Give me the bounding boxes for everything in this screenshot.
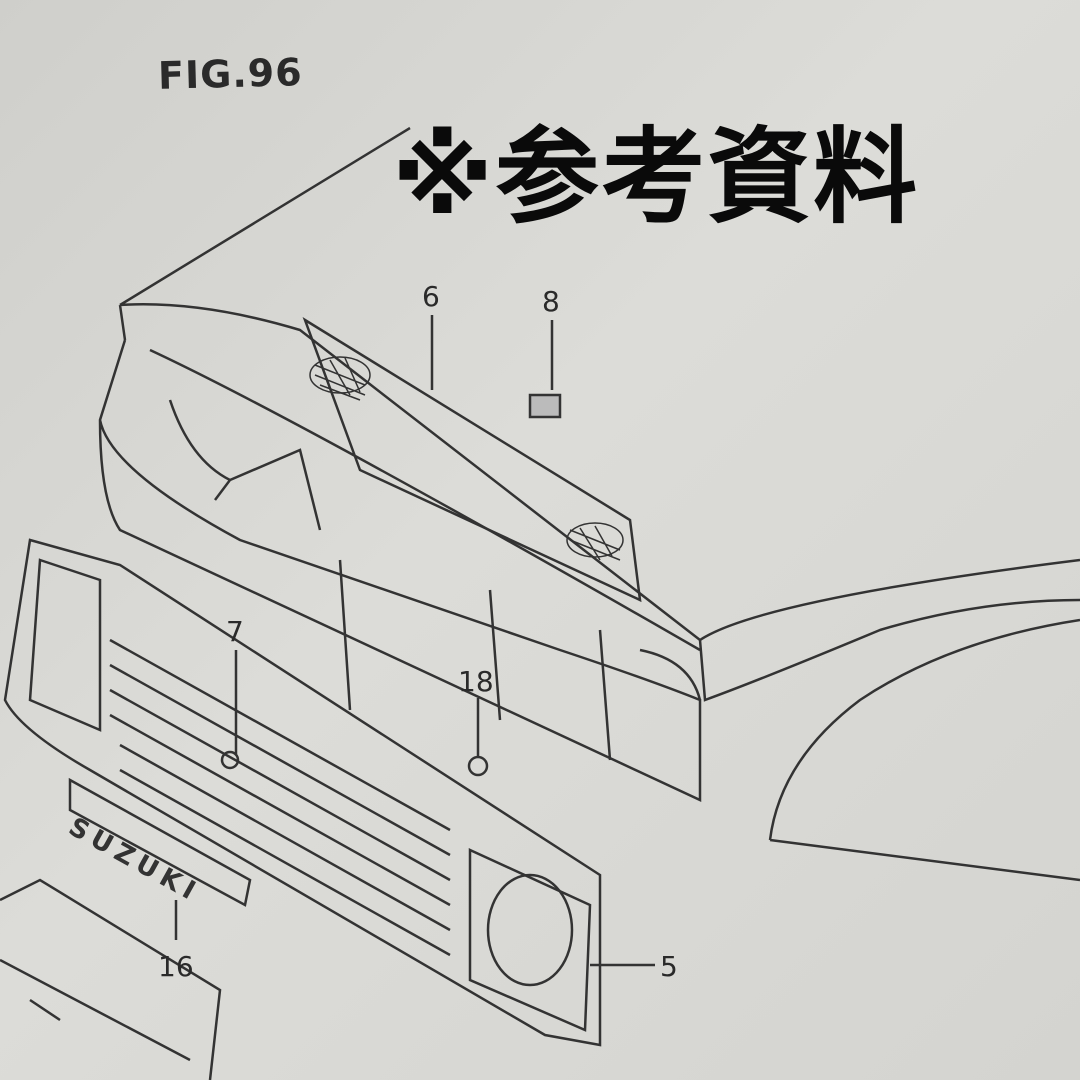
part-16-emblem bbox=[68, 777, 252, 907]
grille-slats bbox=[109, 638, 451, 957]
callout-8: 8 bbox=[542, 285, 560, 318]
callout-18: 18 bbox=[458, 665, 494, 698]
mesh-pattern bbox=[309, 356, 624, 561]
callout-5: 5 bbox=[660, 950, 678, 983]
callout-6: 6 bbox=[422, 280, 440, 313]
body-edge bbox=[768, 618, 1080, 882]
callout-16: 16 bbox=[158, 950, 194, 983]
hood-outline bbox=[118, 126, 1080, 642]
figure-title: FIG.96 bbox=[157, 50, 304, 98]
part-5-grille bbox=[3, 538, 602, 1047]
fender-outline bbox=[698, 598, 1080, 702]
front-panel bbox=[98, 339, 702, 802]
callout-7: 7 bbox=[226, 615, 244, 648]
part-6-plate bbox=[302, 317, 642, 603]
reference-note: ※参考資料 bbox=[392, 116, 920, 238]
lower-partial-drawing bbox=[0, 878, 222, 1080]
